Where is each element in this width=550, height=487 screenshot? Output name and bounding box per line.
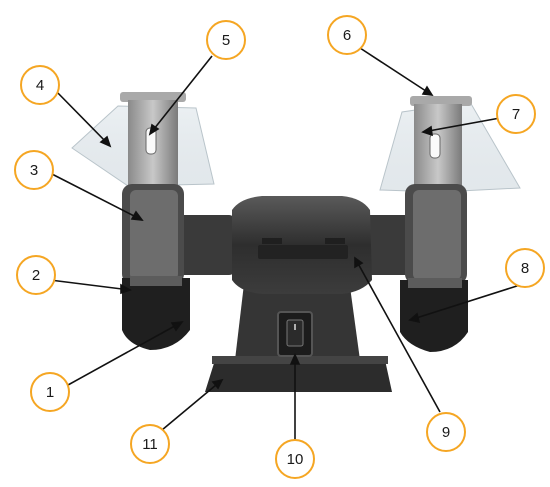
leader-4 [52,87,111,147]
callout-11-label: 11 [142,436,158,453]
callout-4-label: 4 [36,77,44,94]
leader-6 [359,47,433,96]
grinder-machine [71,92,521,392]
leader-2-arrow [120,283,132,295]
leader-9-arrow [354,256,364,269]
right-grinding-wheel [413,190,461,280]
left-lower-guard [122,278,190,350]
callout-5: 5 [206,20,246,60]
leader-8-arrow [408,312,421,324]
leader-2 [49,279,131,291]
right-shield-top-bar [410,96,472,106]
callout-4: 4 [20,65,60,105]
leader-1 [67,321,183,386]
motor-vent-3 [325,238,345,244]
leader-7-arrow [421,125,433,137]
leader-8 [409,284,521,321]
callout-10-label: 10 [287,451,304,468]
leader-1-arrow [170,321,184,332]
leader-9 [354,257,441,413]
leader-5-arrow [148,123,160,136]
right-lower-guard [400,280,468,352]
motor-vent [258,245,348,259]
callout-9-label: 9 [442,424,450,441]
right-bracket-slot [429,133,441,159]
callout-6: 6 [327,15,367,55]
leader-3 [47,171,143,221]
callout-8: 8 [505,248,545,288]
leader-10-arrow [289,353,301,365]
callout-2: 2 [16,255,56,295]
leader-6-arrow [421,85,434,96]
callouts: 1 2 3 4 5 6 7 8 [14,15,545,479]
motor-vent-2 [262,238,282,244]
motor-shaft-right [360,215,415,275]
callout-3-label: 3 [30,162,38,179]
leader-3-arrow [130,210,144,221]
callout-7-label: 7 [512,106,520,123]
motor-shaft-left [175,215,235,275]
callout-11: 11 [130,424,170,464]
callout-7: 7 [496,94,536,134]
base-foot [205,360,392,392]
leader-4-arrow [99,135,112,148]
leader-11-arrow [211,378,224,390]
callout-8-label: 8 [521,260,529,277]
leader-lines [47,47,521,440]
leader-11 [161,379,223,431]
callout-1: 1 [30,372,70,412]
left-grinding-wheel [130,190,178,280]
callout-3: 3 [14,150,54,190]
leader-7 [422,117,501,133]
left-tool-rest [130,276,182,286]
callout-1-label: 1 [46,384,54,401]
left-shield-top-bar [120,92,186,102]
right-tool-rest [408,278,462,288]
callout-6-label: 6 [343,27,351,44]
base-foot-top [212,356,388,364]
callout-9: 9 [426,412,466,452]
callout-10: 10 [275,439,315,479]
leader-5 [149,55,213,135]
switch-rocker [286,319,304,347]
callout-5-label: 5 [222,32,230,49]
callout-2-label: 2 [32,267,40,284]
